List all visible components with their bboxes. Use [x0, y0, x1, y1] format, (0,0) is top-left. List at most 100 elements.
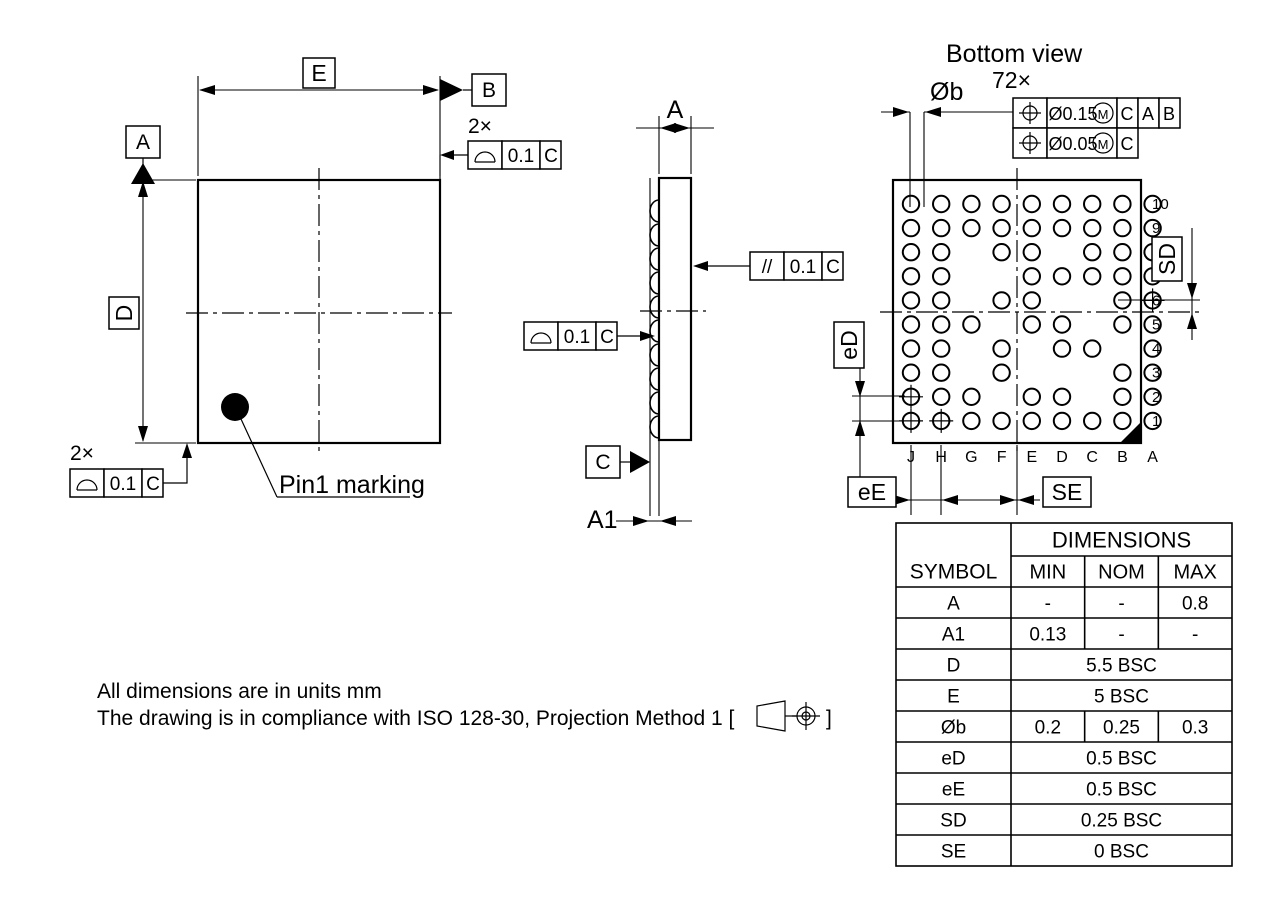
ball-J2 — [899, 384, 923, 409]
ball-E2 — [1022, 387, 1042, 406]
top-fcf-datum: C — [544, 146, 558, 167]
ball-A1 — [1143, 411, 1162, 431]
column-label-B: B — [1117, 449, 1128, 466]
datum-c-label: C — [595, 451, 610, 474]
ball-J9 — [901, 218, 921, 238]
ball-B8 — [1113, 243, 1132, 262]
pin1-corner-chamfer — [1120, 422, 1141, 443]
ball-D5 — [1052, 315, 1072, 334]
ball-A4 — [1143, 339, 1162, 358]
position-tolerance-2: Ø0.05 — [1048, 134, 1097, 154]
ball-J6 — [901, 291, 921, 310]
se-arrow-left — [1000, 495, 1016, 505]
datum-c-triangle — [630, 451, 650, 473]
ball-E8 — [1022, 243, 1042, 262]
ball-D7 — [1052, 267, 1072, 286]
sd-arrow-up — [1187, 313, 1197, 329]
dim-d-label-rotated: D — [108, 296, 140, 330]
mmc-modifier-2: M — [1092, 132, 1114, 154]
column-label-A: A — [1147, 449, 1158, 466]
ball-E9 — [1022, 218, 1042, 238]
position-fcf-row-2: Ø0.05 M C — [1012, 127, 1139, 159]
sd-label-box — [1151, 236, 1183, 282]
svg-text:M: M — [1098, 107, 1109, 122]
bottom-fcf-arrow — [182, 443, 192, 458]
ball-G2 — [962, 387, 981, 406]
se-arrow-right — [1018, 495, 1034, 505]
bottom-fcf-frame: 0.1 C — [69, 468, 164, 498]
diameter-b-arrow-right — [925, 107, 941, 117]
diameter-b-arrow-left — [893, 107, 909, 117]
table-header-dimensions: DIMENSIONS — [1052, 528, 1191, 553]
ball-J3 — [901, 363, 921, 382]
table-row-symbol-5: eD — [941, 749, 965, 770]
datum-b-label: B — [482, 79, 496, 102]
table-row-nom-1: - — [1118, 625, 1124, 646]
ball-J8 — [901, 243, 921, 262]
ball-A2 — [1143, 387, 1162, 406]
table-row-value-8: 0 BSC — [1094, 842, 1149, 863]
ball-E5 — [1022, 315, 1042, 334]
ball-B3 — [1113, 363, 1132, 382]
row-label-6: 6 — [1152, 292, 1160, 309]
table-row-min-0: - — [1045, 594, 1051, 615]
ball-J5 — [901, 315, 921, 334]
pin1-marking-dot — [221, 393, 249, 421]
datum-b-triangle — [440, 79, 463, 101]
ball-F3 — [992, 363, 1011, 382]
ball-D10 — [1052, 194, 1072, 214]
ball-J10 — [901, 194, 921, 214]
row-label-3: 3 — [1152, 365, 1160, 382]
ball-D2 — [1052, 387, 1072, 406]
ed-arrow-top — [855, 381, 865, 397]
ball-B1 — [1113, 411, 1132, 431]
mmc-modifier-1: M — [1092, 102, 1114, 124]
ball-E1 — [1022, 411, 1042, 431]
ball-A5 — [1143, 315, 1162, 334]
ed-label-box — [833, 321, 865, 369]
notes-group: All dimensions are in units mm The drawi… — [97, 680, 832, 732]
side-profile-datum: C — [600, 327, 614, 348]
ball-B9 — [1113, 218, 1132, 238]
top-fcf-frame: 0.1 C — [467, 140, 562, 170]
position-fcf-row-1: Ø0.15 M C A B — [1012, 97, 1181, 129]
ball-B2 — [1113, 387, 1132, 406]
side-view-group: A A1 // 0.1 C — [523, 96, 844, 534]
ball-H9 — [932, 218, 951, 238]
ball-B7 — [1113, 267, 1132, 286]
sd-arrow-down — [1187, 283, 1197, 299]
position-icon-1 — [1019, 102, 1041, 124]
ed-label-rotated: eD — [833, 321, 865, 369]
table-row-max-4: 0.3 — [1182, 718, 1208, 739]
table-subheader-nom: NOM — [1098, 562, 1145, 584]
ee-arrow-right — [942, 495, 958, 505]
ball-E7 — [1022, 267, 1042, 286]
dim-e-arrow-left — [199, 85, 215, 95]
ball-count-label: 72× — [992, 67, 1031, 93]
table-subheader-min: MIN — [1029, 562, 1066, 584]
table-row-value-2: 5.5 BSC — [1086, 656, 1157, 677]
note-bracket-close: ] — [826, 707, 832, 730]
position-datum-1c: B — [1163, 104, 1175, 124]
position-tolerance-1: Ø0.15 — [1048, 104, 1097, 124]
dim-d-arrow-top — [138, 181, 148, 197]
parallelism-icon: // — [762, 257, 773, 278]
side-profile-arrow — [640, 331, 655, 341]
side-profile-fcf-frame: 0.1 C — [523, 321, 618, 351]
dim-a1-label: A1 — [587, 506, 618, 534]
bottom-fcf-tolerance: 0.1 — [110, 474, 136, 495]
table-row-min-1: 0.13 — [1029, 625, 1066, 646]
ball-J4 — [901, 339, 921, 358]
table-row-symbol-6: eE — [942, 780, 965, 801]
ball-grid-array — [899, 194, 1165, 433]
table-row-nom-0: - — [1118, 594, 1124, 615]
position-icon-2 — [1019, 132, 1041, 154]
column-label-G: G — [965, 449, 977, 466]
row-label-5: 5 — [1152, 317, 1160, 334]
profile-of-a-surface-icon-2 — [76, 479, 98, 491]
dim-a1-arrow-left — [633, 516, 649, 526]
column-label-D: D — [1056, 449, 1068, 466]
